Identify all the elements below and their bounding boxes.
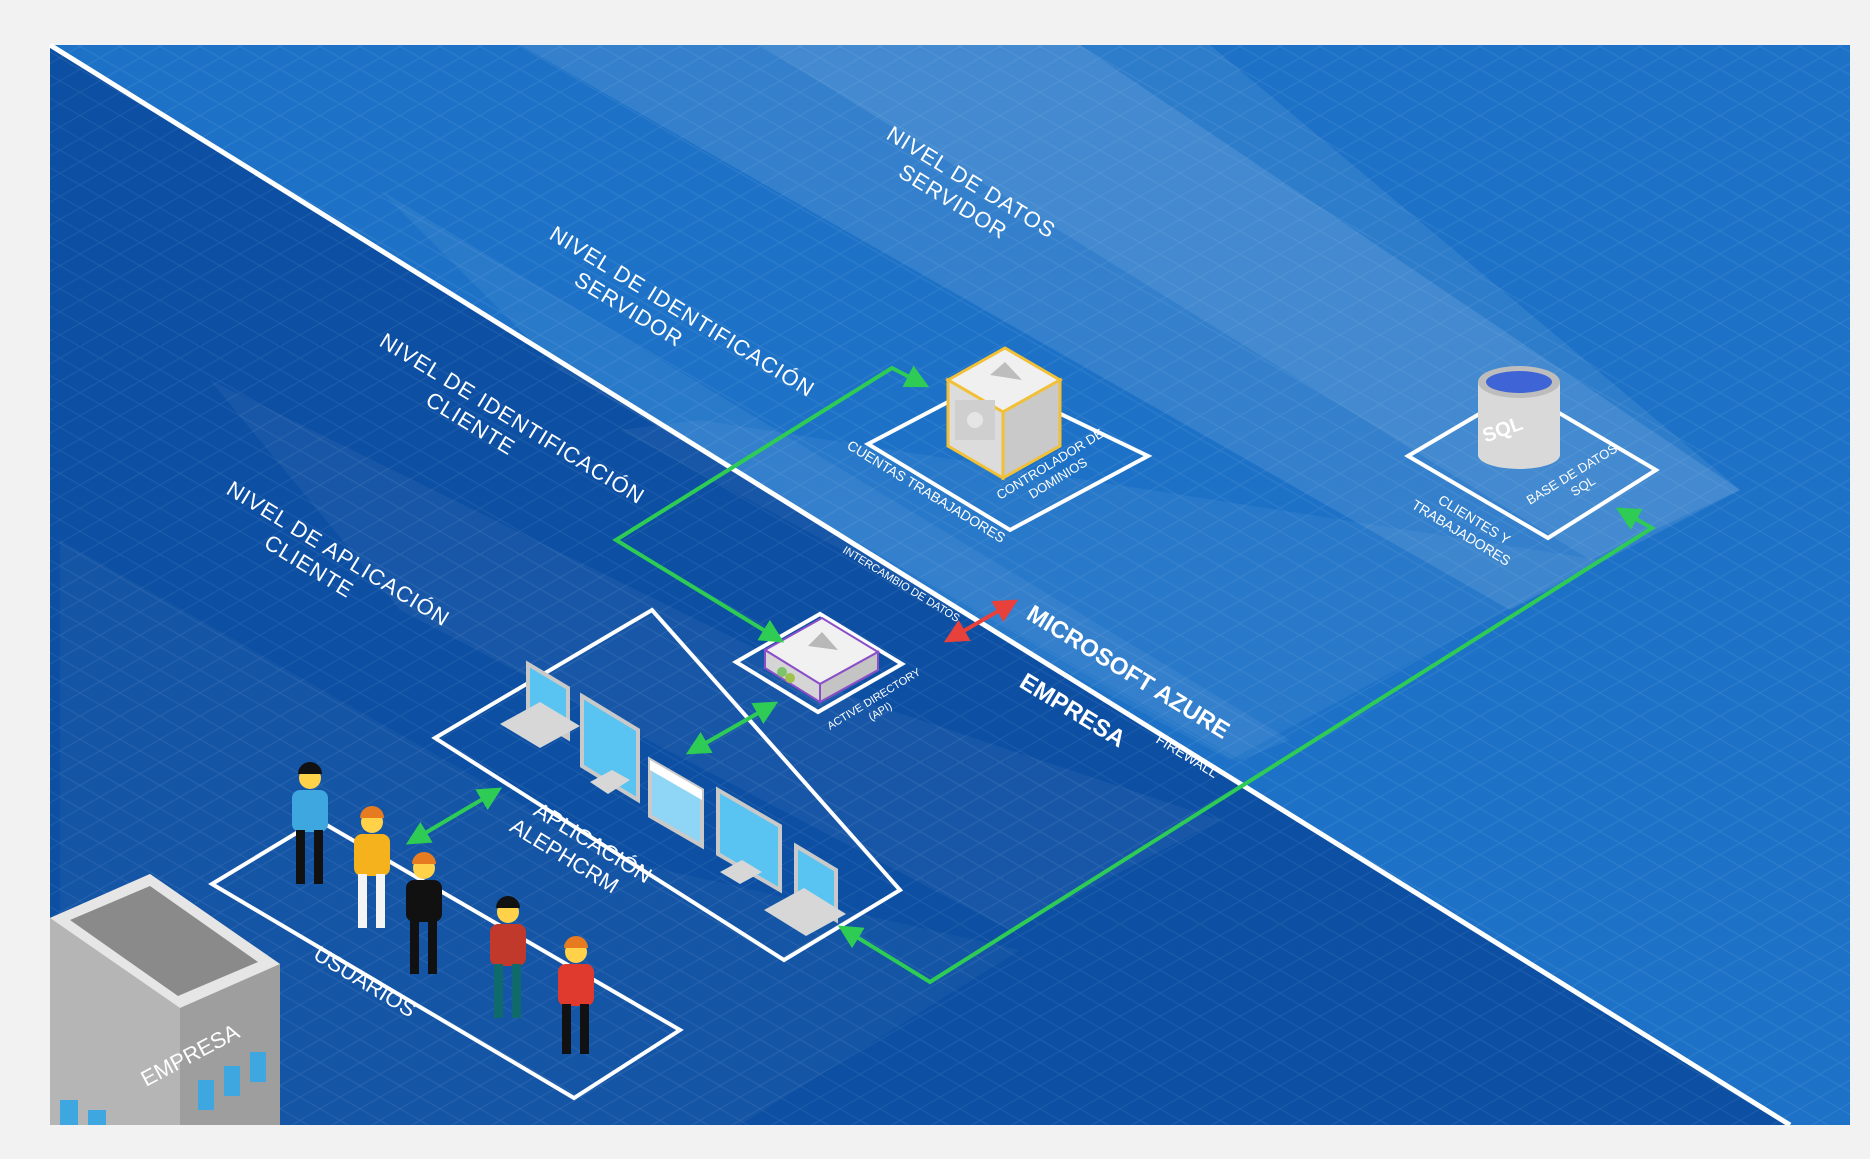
desktop-monitor-icon bbox=[500, 660, 580, 748]
person-icon bbox=[558, 936, 594, 1054]
link-ad-to-domain-controller bbox=[612, 365, 930, 643]
desktop-monitor-icon bbox=[764, 842, 846, 936]
connector-links bbox=[405, 365, 1656, 985]
link-data-exchange bbox=[943, 599, 1019, 643]
link-app-to-sql bbox=[837, 507, 1656, 985]
domain-controller-server-icon bbox=[944, 346, 1064, 481]
link-app-to-ad bbox=[685, 701, 779, 755]
person-icon bbox=[490, 896, 526, 1018]
desktop-monitor-icon bbox=[648, 756, 704, 850]
desktop-monitor-icon bbox=[580, 692, 640, 804]
users-platform bbox=[208, 817, 684, 1101]
desktop-monitor-icon bbox=[716, 786, 782, 894]
link-users-to-app bbox=[405, 787, 503, 845]
person-icon bbox=[406, 852, 442, 974]
person-icon bbox=[292, 762, 328, 884]
sql-database-icon: SQL bbox=[1478, 366, 1560, 469]
person-icon bbox=[354, 806, 390, 928]
office-building-icon: EMPRESA bbox=[50, 874, 280, 1125]
